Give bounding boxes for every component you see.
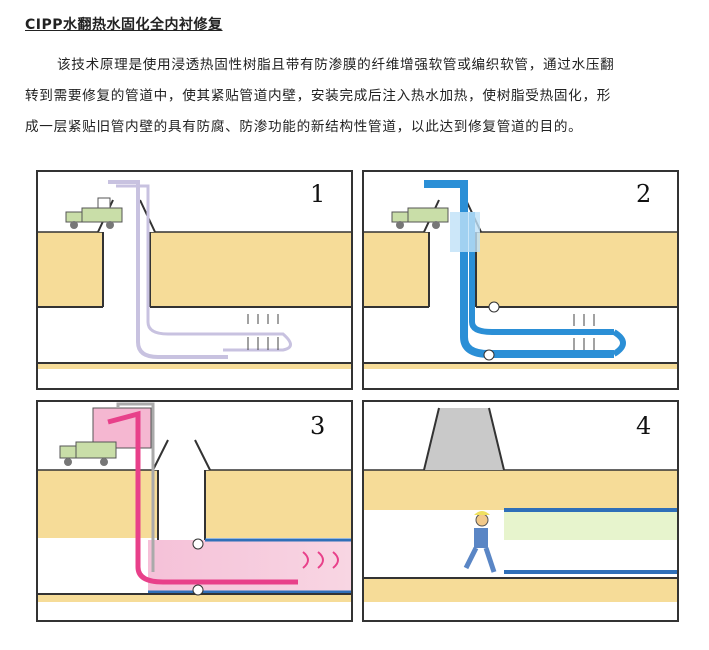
truck-icon bbox=[65, 197, 123, 229]
step-3-panel: 3 bbox=[36, 400, 353, 622]
truck-icon bbox=[59, 441, 117, 466]
truck-icon bbox=[391, 207, 449, 229]
step-3-illustration bbox=[38, 402, 351, 602]
step-2-panel: 2 bbox=[362, 170, 679, 390]
manhole-shaft bbox=[103, 232, 150, 367]
paragraph-line-3: 成一层紧贴旧管内壁的具有防腐、防渗功能的新结构性管道，以此达到修复管道的目的。 bbox=[25, 119, 583, 135]
step-1-illustration bbox=[38, 180, 351, 369]
paragraph-line-1: 该技术原理是使用浸透热固性树脂且带有防渗膜的纤维增强软管或编织软管，通过水压翻 bbox=[57, 57, 615, 73]
step-4-illustration bbox=[364, 407, 677, 602]
heat-circulation-arrows bbox=[302, 551, 339, 569]
article-title: CIPP水翻热水固化全内衬修复 bbox=[25, 17, 223, 33]
step-2-illustration bbox=[364, 180, 677, 369]
step-number: 2 bbox=[636, 180, 652, 208]
step-number: 1 bbox=[310, 180, 326, 208]
step-4-panel: 4 bbox=[362, 400, 679, 622]
pressure-arrows bbox=[247, 314, 279, 350]
step-1-panel: 1 bbox=[36, 170, 353, 390]
water-column bbox=[450, 212, 480, 252]
inspector-icon bbox=[463, 511, 497, 573]
boiler-unit bbox=[92, 407, 152, 449]
step-number: 4 bbox=[636, 412, 652, 440]
manhole-interior bbox=[424, 408, 504, 470]
hot-water-hose bbox=[107, 410, 298, 585]
step-number: 3 bbox=[310, 412, 326, 440]
liner-hose bbox=[108, 180, 228, 359]
soil-layer bbox=[38, 232, 351, 307]
article-paragraph: 该技术原理是使用浸透热固性树脂且带有防渗膜的纤维增强软管或编织软管，通过水压翻 … bbox=[25, 50, 693, 143]
paragraph-line-2: 转到需要修复的管道中，使其紧贴管道内壁，安装完成后注入热水加热，使树脂受热固化，… bbox=[25, 88, 612, 104]
